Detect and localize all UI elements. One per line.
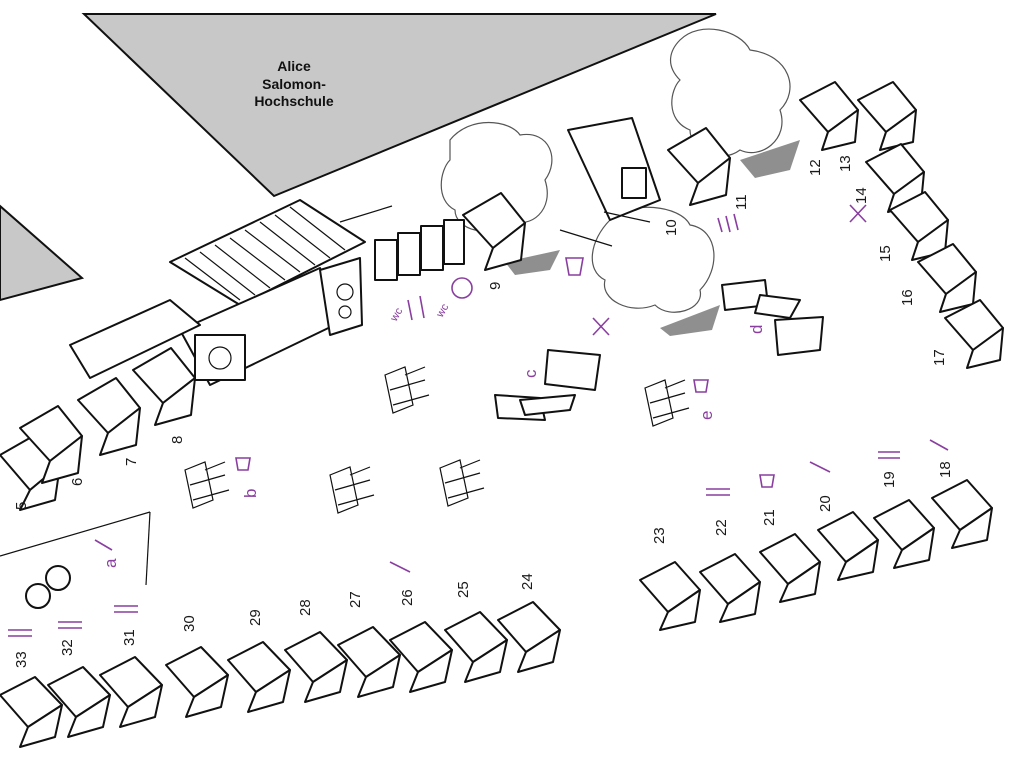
side-tent: [69, 299, 201, 379]
side-building: [0, 204, 85, 302]
music-icon: [929, 439, 949, 451]
cutlery-icon: [58, 621, 82, 629]
stall-number: 13: [837, 155, 854, 172]
info-boards: [494, 279, 824, 421]
alice-salomon-building: [81, 13, 717, 198]
area-letters: a b c d e: [101, 325, 766, 568]
area-letter: d: [747, 325, 766, 334]
stage: [169, 199, 366, 386]
building-label-line1: Alice: [277, 58, 311, 74]
cutlery-icon: [706, 488, 730, 496]
people-icon: [407, 295, 425, 321]
stall-number: 24: [519, 573, 536, 590]
stall-number: 20: [817, 495, 834, 512]
area-letter: b: [241, 489, 260, 498]
stall-numbers: 5 6 7 8 9 10 11 12 13 14 15 16 17 18 19 …: [13, 155, 954, 668]
cup-icon: [693, 379, 709, 393]
cup-icon: [565, 257, 584, 276]
wc-label: wc: [388, 305, 406, 324]
tree-shadow: [740, 140, 800, 178]
area-letter: a: [101, 558, 120, 568]
cutlery-icon: [849, 204, 867, 223]
area-letter: e: [697, 411, 716, 420]
tree: [440, 121, 553, 232]
cutlery-icon: [8, 629, 32, 637]
cutlery-icon: [717, 213, 739, 233]
fence-line: [339, 205, 393, 223]
stall-number: 9: [487, 282, 504, 290]
cup-icon: [759, 474, 775, 488]
stall-number: 26: [399, 589, 416, 606]
stall-number: 14: [853, 187, 870, 204]
stall-number: 17: [931, 349, 948, 366]
cup-icon: [235, 457, 251, 471]
stall-number: 6: [69, 478, 86, 486]
info-kiosk: [559, 117, 661, 247]
stall-number: 19: [881, 471, 898, 488]
music-icon: [809, 461, 831, 473]
wc-label: wc: [434, 301, 452, 320]
stall-number: 33: [13, 651, 30, 668]
building-label-line3: Hochschule: [254, 93, 334, 109]
bin-icon: [25, 583, 51, 609]
cutlery-icon: [592, 317, 610, 336]
service-icons: [8, 204, 949, 637]
area-a-border: [0, 511, 151, 557]
stall-number: 21: [761, 509, 778, 526]
tree-shadow: [660, 305, 720, 336]
stall-number: 30: [181, 615, 198, 632]
building-label-line2: Salomon-: [262, 76, 326, 92]
stall-number: 15: [877, 245, 894, 262]
cutlery-icon: [114, 605, 138, 613]
stall-number: 27: [347, 591, 364, 608]
area-letter: c: [521, 369, 540, 378]
stall-number: 5: [13, 502, 30, 510]
table-clusters: [184, 366, 690, 514]
bin-icon: [45, 565, 71, 591]
stall-number: 28: [297, 599, 314, 616]
stall-number: 12: [807, 159, 824, 176]
stall-number: 10: [663, 219, 680, 236]
tree: [591, 206, 715, 313]
accessible-wc-icon: [451, 277, 473, 299]
stall-number: 25: [455, 581, 472, 598]
stall-number: 23: [651, 527, 668, 544]
stall-tents: [0, 81, 1004, 748]
stall-number: 31: [121, 629, 138, 646]
stall-number: 32: [59, 639, 76, 656]
cutlery-icon: [878, 451, 900, 459]
music-icon: [94, 539, 113, 551]
stall-number: 29: [247, 609, 264, 626]
area-a-border-edge: [145, 511, 151, 586]
stall-number: 7: [123, 458, 140, 466]
stall-number: 18: [937, 461, 954, 478]
stall-number: 22: [713, 519, 730, 536]
tree-shadow: [505, 250, 560, 275]
tree: [670, 28, 791, 157]
music-icon: [389, 561, 411, 573]
portable-toilets: [374, 219, 465, 281]
stall-number: 16: [899, 289, 916, 306]
stall-number: 8: [169, 436, 186, 444]
stall-number: 11: [733, 194, 750, 210]
